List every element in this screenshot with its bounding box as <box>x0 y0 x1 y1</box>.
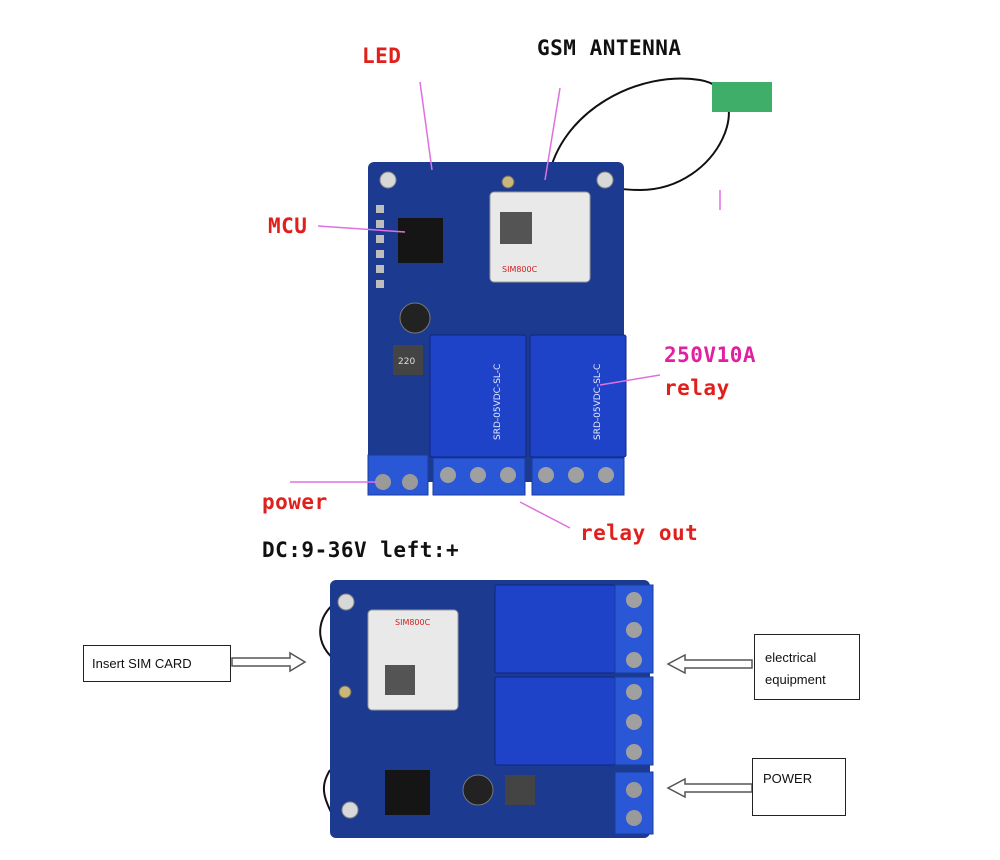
relay-2-top <box>529 334 627 458</box>
power-terminal-top <box>367 454 429 496</box>
mcu-chip-bottom <box>385 770 430 815</box>
antenna-pcb <box>712 82 772 112</box>
inductor-mark: 220 <box>398 357 415 367</box>
callout-power-text: POWER <box>763 771 813 786</box>
module-name-bottom: SIM800C <box>395 618 431 627</box>
callout-insert-sim: Insert SIM CARD <box>83 645 231 682</box>
antenna-pointer <box>544 87 561 181</box>
relay-2-text: SRD-05VDC-SL-C <box>593 364 603 440</box>
equipment-arrow <box>666 653 753 675</box>
power-arrow <box>666 777 753 799</box>
led-pointer <box>419 81 433 171</box>
module-name-top: SIM800C <box>502 265 538 274</box>
label-gsm-antenna: GSM ANTENNA <box>537 36 682 60</box>
label-relay-out: relay out <box>580 521 699 545</box>
label-power: power <box>262 490 328 514</box>
label-led: LED <box>362 44 402 68</box>
relay-1-top <box>429 334 527 458</box>
label-relay-rating: 250V10A <box>664 343 757 367</box>
callout-electrical-equipment: electrical equipment <box>754 634 860 700</box>
label-mcu: MCU <box>268 214 308 238</box>
callout-insert-sim-text: Insert SIM CARD <box>92 656 192 671</box>
mcu-chip-top <box>398 218 443 263</box>
label-dc-range: DC:9-36V left:+ <box>262 538 460 562</box>
relay-out-pointer <box>519 501 571 529</box>
relay-1-text: SRD-05VDC-SL-C <box>493 364 503 440</box>
callout-equipment-text: equipment <box>765 672 826 687</box>
relay-pointer <box>599 374 661 386</box>
callout-electrical-text: electrical <box>765 650 817 665</box>
sim-arrow <box>231 651 307 673</box>
mcu-pointer <box>317 225 406 233</box>
label-relay: relay <box>664 376 730 400</box>
callout-power: POWER <box>752 758 846 816</box>
